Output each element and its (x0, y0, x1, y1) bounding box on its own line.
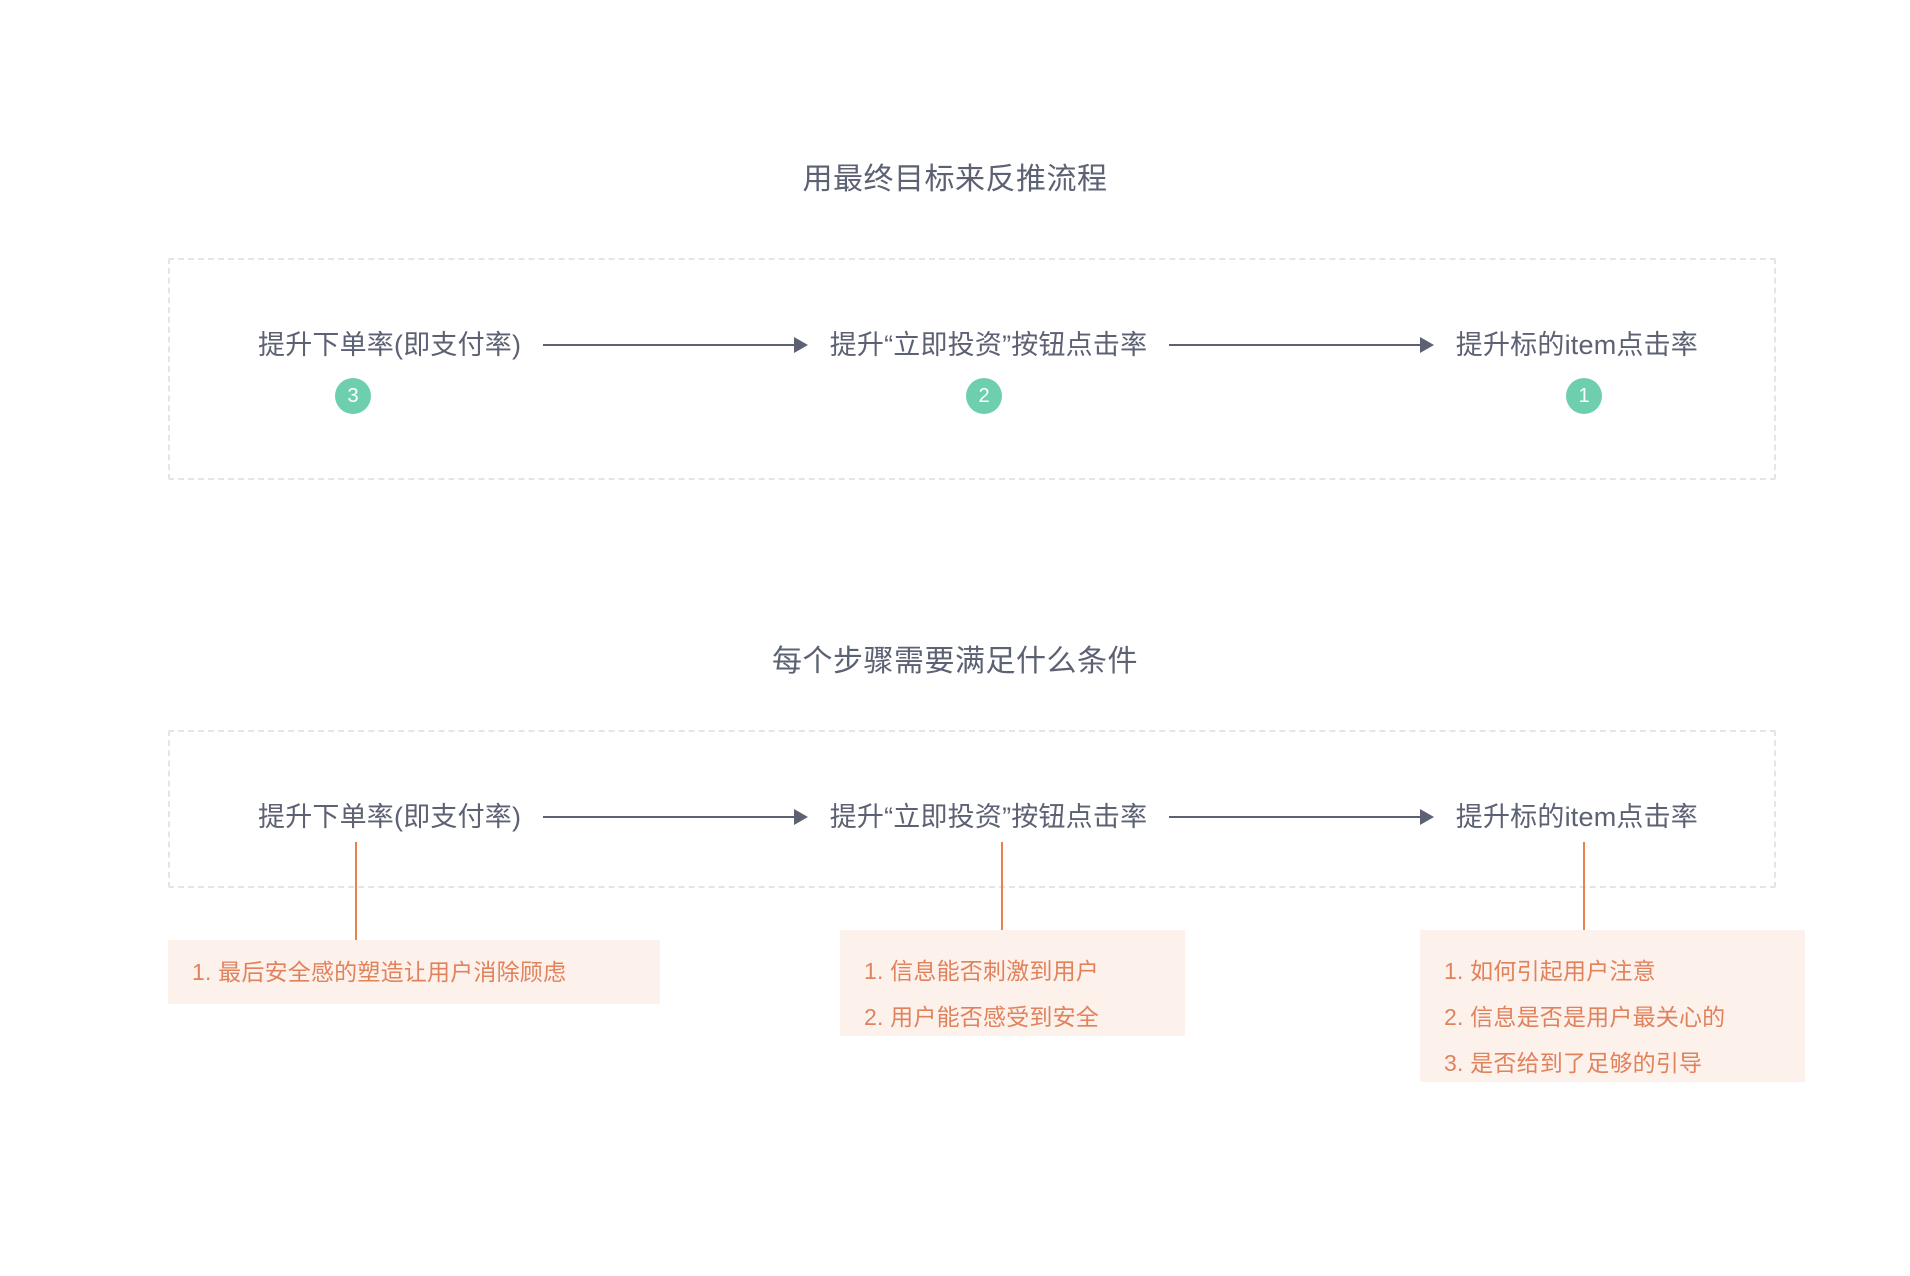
annotation-line: 1. 如何引起用户注意 (1444, 958, 1656, 984)
annotation-box-1: 1. 最后安全感的塑造让用户消除顾虑 (168, 940, 660, 1004)
section-title-goal-backtrack: 用最终目标来反推流程 (802, 163, 1108, 196)
annotation-box-2: 1. 信息能否刺激到用户 2. 用户能否感受到安全 (840, 930, 1185, 1036)
flow-node-item-ctr[interactable]: 提升标的item点击率 (1455, 330, 1698, 360)
arrow-connector-4 (1169, 805, 1434, 829)
section-title-step-conditions: 每个步骤需要满足什么条件 (772, 645, 1138, 678)
arrow-head-icon (793, 337, 808, 353)
flow-node-invest-button-ctr-2[interactable]: 提升“立即投资”按钮点击率 (829, 802, 1148, 832)
flow-container-section-1 (168, 258, 1776, 480)
arrow-connector-1 (543, 333, 808, 357)
arrow-shaft (543, 344, 797, 346)
arrow-head-icon (1419, 809, 1434, 825)
arrow-shaft (543, 816, 797, 818)
arrow-connector-3 (543, 805, 808, 829)
arrow-shaft (1169, 816, 1423, 818)
flow-row-section-1: 提升下单率(即支付率) 提升“立即投资”按钮点击率 提升标的item点击率 (258, 323, 1698, 367)
step-badge-2: 2 (966, 378, 1002, 414)
arrow-head-icon (1419, 337, 1434, 353)
leader-line-1 (355, 842, 357, 954)
flow-node-payment-rate-2[interactable]: 提升下单率(即支付率) (258, 802, 522, 832)
arrow-shaft (1169, 344, 1423, 346)
step-badge-1: 1 (1566, 378, 1602, 414)
flow-row-section-2: 提升下单率(即支付率) 提升“立即投资”按钮点击率 提升标的item点击率 (258, 795, 1698, 839)
flow-node-item-ctr-2[interactable]: 提升标的item点击率 (1455, 802, 1698, 832)
leader-line-2 (1001, 842, 1003, 932)
flow-node-invest-button-ctr[interactable]: 提升“立即投资”按钮点击率 (829, 330, 1148, 360)
annotation-line: 1. 信息能否刺激到用户 (864, 958, 1099, 984)
arrow-connector-2 (1169, 333, 1434, 357)
flow-container-section-2 (168, 730, 1776, 888)
annotation-box-3: 1. 如何引起用户注意 2. 信息是否是用户最关心的 3. 是否给到了足够的引导 (1420, 930, 1805, 1082)
annotation-line: 2. 信息是否是用户最关心的 (1444, 1004, 1726, 1030)
annotation-line: 1. 最后安全感的塑造让用户消除顾虑 (192, 959, 567, 985)
arrow-head-icon (793, 809, 808, 825)
flow-node-payment-rate[interactable]: 提升下单率(即支付率) (258, 330, 522, 360)
annotation-line: 3. 是否给到了足够的引导 (1444, 1050, 1703, 1076)
step-badge-3: 3 (335, 378, 371, 414)
leader-line-3 (1583, 842, 1585, 932)
annotation-line: 2. 用户能否感受到安全 (864, 1004, 1099, 1030)
